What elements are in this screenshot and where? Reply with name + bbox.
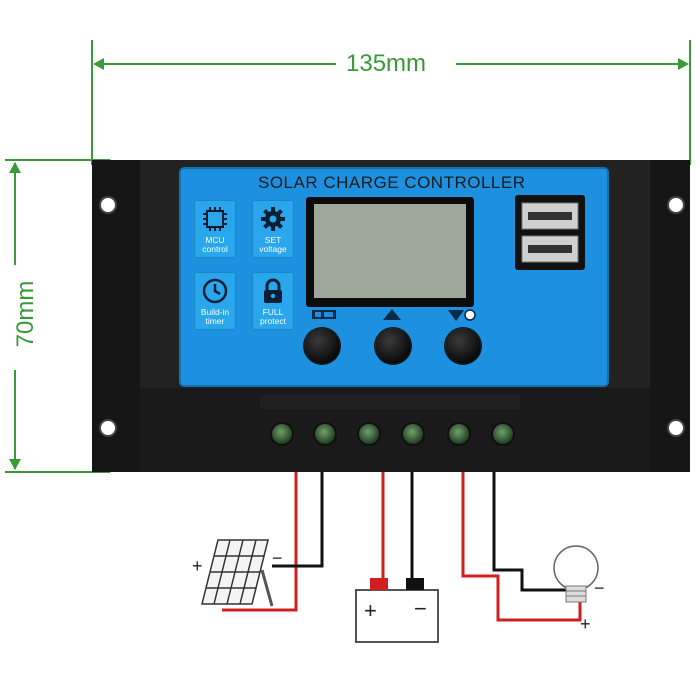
terminal-screw <box>493 424 513 444</box>
tile-line1: FULL <box>262 307 284 317</box>
battery-plus-label: + <box>364 598 377 623</box>
solar-panel-icon <box>201 539 274 607</box>
down-triangle-icon <box>448 309 476 321</box>
tile-line2: voltage <box>259 244 287 254</box>
bulb-plus-label: + <box>580 614 591 634</box>
terminal-screw <box>449 424 469 444</box>
height-dimension-label: 70mm <box>12 270 40 358</box>
terminal-screw <box>403 424 423 444</box>
menu-button[interactable] <box>304 328 340 364</box>
up-triangle-icon <box>383 309 401 320</box>
tile-line1: Build-in <box>200 307 230 317</box>
chip-icon <box>203 207 227 231</box>
mount-hole <box>667 196 685 214</box>
mount-hole <box>667 419 685 437</box>
solar-plus-label: + <box>192 556 203 576</box>
device-title: SOLAR CHARGE CONTROLLER <box>258 173 526 192</box>
up-button[interactable] <box>375 328 411 364</box>
mount-hole <box>99 196 117 214</box>
terminal-screw <box>272 424 292 444</box>
lcd-screen <box>314 204 466 298</box>
terminal-screw <box>359 424 379 444</box>
light-bulb-icon <box>553 545 599 603</box>
width-dimension <box>91 40 691 165</box>
battery-icon <box>355 578 439 643</box>
tile-line2: control <box>202 244 228 254</box>
clock-icon <box>202 278 228 304</box>
tile-line1: SET <box>264 235 282 245</box>
mount-hole <box>99 419 117 437</box>
wires <box>222 472 582 622</box>
tile-line1: MCU <box>205 235 225 245</box>
lock-icon <box>264 278 282 303</box>
gear-icon <box>261 207 285 231</box>
solar-minus-label: − <box>272 548 283 568</box>
width-dimension-label: 135mm <box>340 50 433 78</box>
menu-icon <box>312 310 336 319</box>
terminal-screw <box>315 424 335 444</box>
tile-line2: protect <box>260 316 286 326</box>
bulb-minus-label: − <box>594 578 605 598</box>
battery-minus-label: − <box>414 596 427 621</box>
down-button[interactable] <box>445 328 481 364</box>
tile-line2: timer <box>205 316 225 326</box>
